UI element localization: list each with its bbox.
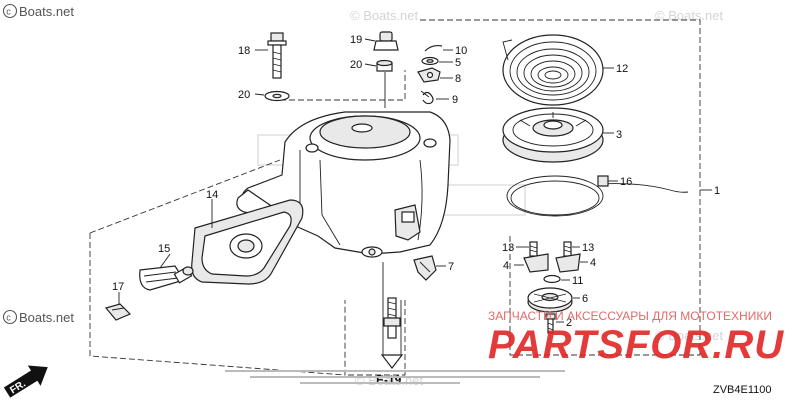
callout-5: 5 [455, 57, 461, 69]
boats-net-copyright-logo: c Boats.net [2, 309, 74, 325]
stud-bolt-lower [383, 297, 401, 339]
callout-4: 4 [503, 260, 509, 272]
bolt-part-18 [267, 32, 287, 79]
screw-part-2 [545, 313, 556, 334]
reference-e-19: E-19 [376, 373, 402, 387]
ratchet-part-4 [555, 253, 581, 273]
callout-10: 10 [455, 45, 467, 57]
diagram-code: ZVB4E1100 [713, 384, 772, 396]
watermark-boats-net: Boats.net [19, 310, 74, 325]
callout-9: 9 [452, 94, 458, 106]
watermark-boats-net: © Boats.net [655, 328, 724, 343]
spring-clip-part-10 [424, 44, 443, 52]
callout-18: 18 [238, 45, 250, 57]
spring-part-13 [563, 241, 572, 257]
starter-grip-part-15 [139, 265, 194, 291]
rope-guide-part-14 [191, 199, 304, 285]
ring-part-11 [543, 274, 561, 284]
fine-print-legal [225, 370, 565, 384]
recoil-spring-part-12 [502, 34, 604, 106]
svg-text:c: c [6, 312, 11, 322]
callout-12: 12 [616, 63, 628, 75]
callout-7: 7 [448, 261, 454, 273]
callout-11: 11 [572, 275, 583, 287]
callout-13: 13 [582, 242, 594, 254]
washer-part-20 [376, 59, 393, 72]
promo-tagline: ЗАПЧАСТИ И АКСЕССУАРЫ ДЛЯ МОТОТЕХНИКИ [488, 309, 772, 323]
svg-text:c: c [6, 6, 11, 16]
pawl-part-8 [417, 67, 441, 83]
callout-16: 16 [620, 176, 632, 188]
watermark-boats-net: © Boats.net [655, 8, 724, 23]
callout-13: 13 [502, 242, 514, 254]
nut-part-19 [373, 31, 399, 51]
washer-part-20 [264, 90, 290, 102]
callout-2: 2 [566, 317, 572, 329]
callout-17: 17 [112, 281, 124, 293]
callout-1: 1 [714, 185, 720, 197]
watermark-boats-net: © Boats.net [350, 8, 419, 23]
watermark-boats-net: Boats.net [19, 4, 74, 19]
callout-20: 20 [238, 89, 250, 101]
ratchet-part-4 [523, 253, 549, 273]
callout-14: 14 [206, 189, 218, 201]
callout-15: 15 [158, 243, 170, 255]
callout-6: 6 [582, 293, 588, 305]
assembly-boundary [89, 19, 712, 376]
callout-20: 20 [350, 59, 362, 71]
pawl-spring-part-9 [420, 90, 434, 105]
callout-8: 8 [455, 73, 461, 85]
partsfor-logo: PARTSFOR.RU [488, 323, 784, 367]
washer-part-5 [421, 56, 439, 66]
bracket-part-7 [413, 255, 437, 281]
callout-4: 4 [590, 257, 596, 269]
recoil-reel-part-3 [502, 107, 604, 163]
starter-rope-part-16 [506, 175, 689, 217]
callout-3: 3 [616, 129, 622, 141]
friction-plate-part-6 [527, 287, 573, 313]
boats-net-copyright-logo: c Boats.net [2, 3, 74, 19]
front-direction-arrow-icon: FR. [3, 365, 48, 398]
promo-site: PARTSFOR.RU [488, 323, 784, 367]
spring-part-13 [529, 241, 538, 257]
grip-insert-part-17 [104, 303, 132, 321]
callout-19: 19 [350, 34, 362, 46]
